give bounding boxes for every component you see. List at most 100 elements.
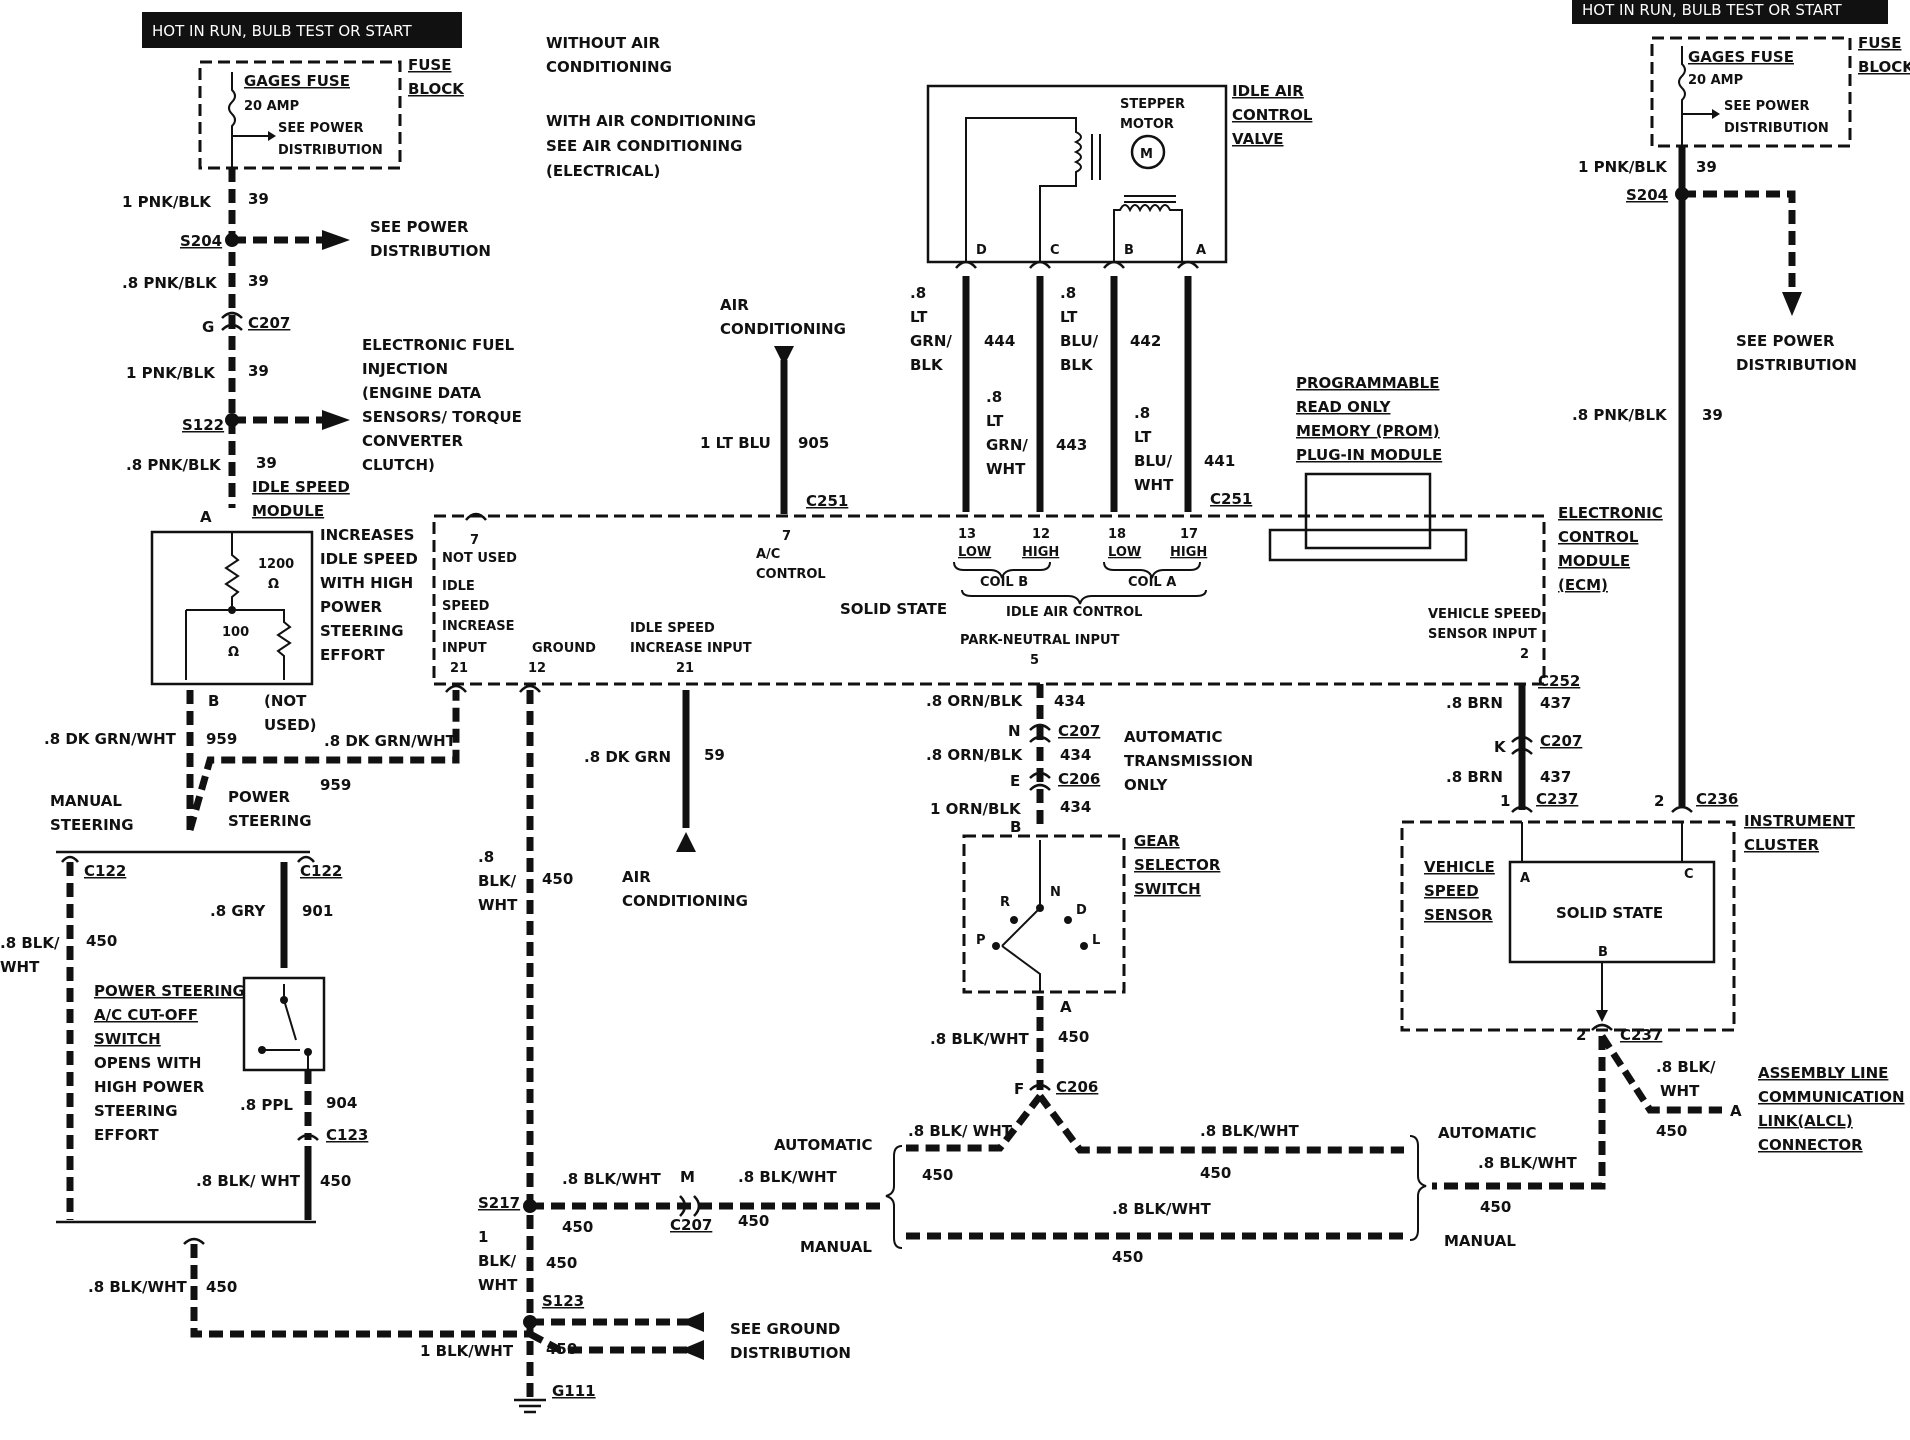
lc-inc2: IDLE SPEED bbox=[320, 550, 418, 568]
ecm-p21b: 21 bbox=[676, 661, 694, 676]
s122-arrow bbox=[322, 410, 350, 430]
lc-w6: .8 DK GRN/WHT bbox=[324, 732, 457, 750]
note-without-ac-1: WITHOUT AIR bbox=[546, 34, 660, 52]
gc-automatic: AUTOMATIC bbox=[774, 1136, 873, 1154]
rt-conn-c237b bbox=[1591, 1023, 1613, 1031]
fuse-left-amp: 20 AMP bbox=[244, 99, 299, 114]
lc-see-power1: SEE POWER bbox=[370, 218, 469, 236]
ism-r1u: Ω bbox=[268, 577, 279, 592]
rt-w2: .8 PNK/BLK bbox=[1572, 406, 1668, 424]
gc-c3: 450 bbox=[738, 1212, 769, 1230]
iac-wd2: LT bbox=[1134, 428, 1152, 446]
ecm-t2: CONTROL bbox=[1558, 528, 1639, 546]
lc-psw1: POWER STEERING bbox=[94, 982, 245, 1000]
rt-k: K bbox=[1494, 738, 1507, 756]
ecm-not-used: NOT USED bbox=[442, 551, 517, 566]
iac-conn-b bbox=[1103, 260, 1125, 269]
gs-dot-n bbox=[1036, 904, 1044, 912]
tr-c5: 450 bbox=[922, 1166, 953, 1184]
ecm-coila: COIL A bbox=[1128, 575, 1176, 590]
ecm-low1: LOW bbox=[958, 545, 991, 560]
wire-auto-right bbox=[1037, 1093, 1404, 1154]
wire-auto-left bbox=[906, 1093, 1043, 1152]
tr-f: F bbox=[1014, 1080, 1024, 1098]
ecm-pn: PARK-NEUTRAL INPUT bbox=[960, 633, 1120, 648]
ism-junction bbox=[228, 606, 236, 614]
ecm-p2: 2 bbox=[1520, 647, 1529, 662]
iac-wa4: BLK bbox=[910, 356, 944, 374]
iac-stepper1: STEPPER bbox=[1120, 97, 1185, 112]
rt-pa: A bbox=[1520, 871, 1530, 886]
rt-w3: .8 BRN bbox=[1446, 694, 1503, 712]
iac-wc2: LT bbox=[1060, 308, 1078, 326]
lc-psw4: OPENS WITH bbox=[94, 1054, 201, 1072]
iac-stepper2: MOTOR bbox=[1120, 117, 1174, 132]
gc-c4: 450 bbox=[546, 1254, 577, 1272]
tr-conn-n bbox=[1029, 723, 1051, 743]
ecm-t3: MODULE bbox=[1558, 552, 1630, 570]
ps-switch-dot1 bbox=[280, 996, 288, 1004]
ecm-coilb: COIL B bbox=[980, 575, 1028, 590]
fuse-left-name: GAGES FUSE bbox=[244, 72, 350, 90]
gc-c2: 450 bbox=[562, 1218, 593, 1236]
connector-c207-left bbox=[221, 311, 243, 331]
ground-symbol bbox=[514, 1398, 546, 1414]
iac-m: M bbox=[1140, 147, 1153, 162]
tr-gs3: SWITCH bbox=[1134, 880, 1201, 898]
prom-l4: PLUG-IN MODULE bbox=[1296, 446, 1442, 464]
ecm-t1: ELECTRONIC bbox=[1558, 504, 1663, 522]
lc-see-power2: DISTRIBUTION bbox=[370, 242, 491, 260]
lc-inc5: STEERING bbox=[320, 622, 404, 640]
gc-m: M bbox=[680, 1168, 695, 1186]
ecm-isi4: INPUT bbox=[442, 641, 487, 656]
lc-inc1: INCREASES bbox=[320, 526, 414, 544]
iac-pin-b: B bbox=[1124, 243, 1134, 258]
lc-conn-bottom bbox=[183, 1237, 205, 1245]
gc-w4a: 1 bbox=[478, 1228, 488, 1246]
rt-vs2: SPEED bbox=[1424, 882, 1479, 900]
lc-w7b: WHT bbox=[0, 958, 40, 976]
gc-c5: 450 bbox=[546, 1340, 577, 1358]
tr-c1: 434 bbox=[1054, 692, 1085, 710]
lc-psw7: EFFORT bbox=[94, 1126, 159, 1144]
iac-conn-d bbox=[955, 260, 977, 269]
iac-wb2: LT bbox=[986, 412, 1004, 430]
wire-959-right bbox=[186, 690, 460, 831]
ecm-vss1: VEHICLE SPEED bbox=[1428, 607, 1542, 622]
gc-conn-m bbox=[679, 1195, 701, 1217]
rt-see2: DISTRIBUTION bbox=[1736, 356, 1857, 374]
ecm-p7a: 7 bbox=[470, 533, 479, 548]
header-left-box bbox=[142, 12, 462, 48]
rt-alcl1: ASSEMBLY LINE bbox=[1758, 1064, 1888, 1082]
lc-manual2: STEERING bbox=[50, 816, 134, 834]
brace-left bbox=[885, 1145, 903, 1249]
rt-manual: MANUAL bbox=[1444, 1232, 1516, 1250]
gear-selector-box bbox=[962, 834, 1126, 994]
lc-not-used2: USED) bbox=[264, 716, 317, 734]
iac-pin-d: D bbox=[976, 243, 987, 258]
gc-w4b: BLK/ bbox=[478, 1252, 517, 1270]
gc-w1c: WHT bbox=[478, 896, 518, 914]
gear-selector-switch bbox=[1001, 840, 1041, 992]
gs-r: R bbox=[1000, 895, 1010, 910]
iac-pin-c: C bbox=[1050, 243, 1060, 258]
ism-r1: 1200 bbox=[258, 557, 294, 572]
tr-w1: .8 ORN/BLK bbox=[926, 692, 1024, 710]
fuse-right-amp: 20 AMP bbox=[1688, 73, 1743, 88]
tr-c206b: C206 bbox=[1056, 1078, 1098, 1096]
lc-c10: 450 bbox=[320, 1172, 351, 1190]
lc-efi1: ELECTRONIC FUEL bbox=[362, 336, 515, 354]
ecm-acc1: A/C bbox=[756, 547, 780, 562]
iac-conn-c bbox=[1029, 260, 1051, 269]
prom-module bbox=[1304, 472, 1432, 550]
ecm-solid: SOLID STATE bbox=[840, 600, 947, 618]
ecm-box bbox=[432, 514, 1546, 686]
rt-c3: 437 bbox=[1540, 694, 1571, 712]
ps-switch-dot2 bbox=[258, 1046, 266, 1054]
fuse-right-see1: SEE POWER bbox=[1724, 99, 1809, 114]
tr-c2: 434 bbox=[1060, 746, 1091, 764]
lc-inc3: WITH HIGH bbox=[320, 574, 413, 592]
ecm-isi6: INCREASE INPUT bbox=[630, 641, 752, 656]
lc-c1: 39 bbox=[248, 190, 269, 208]
lc-not-used1: (NOT bbox=[264, 692, 307, 710]
